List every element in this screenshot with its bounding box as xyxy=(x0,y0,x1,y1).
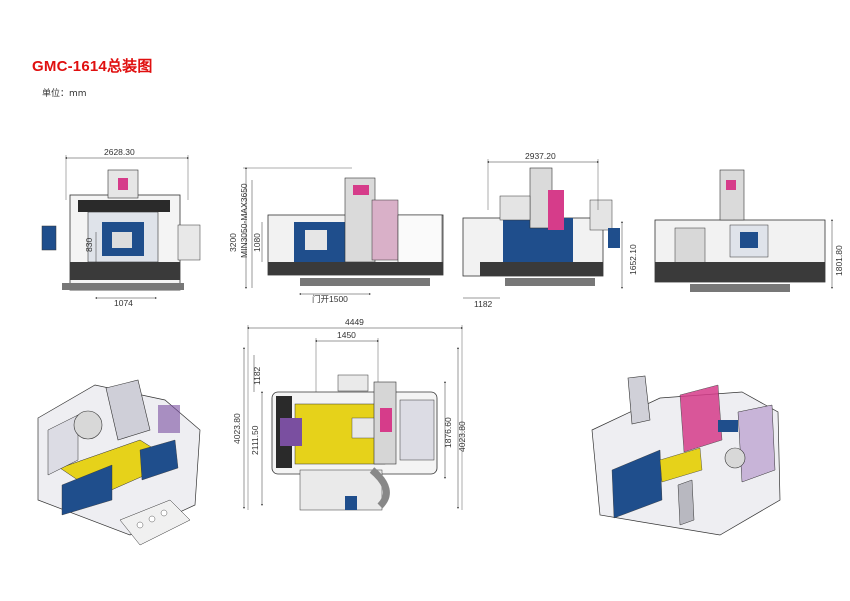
isometric-view-left xyxy=(37,379,201,546)
dim-top-left-total: 4023.80 xyxy=(232,413,242,444)
unit-label: 单位：mm xyxy=(42,89,87,99)
dim-top-right-total: 4023.80 xyxy=(457,421,467,452)
side-view xyxy=(267,177,444,286)
dim-front-width: 2628.30 xyxy=(104,147,135,157)
side-dimensions: 3200 MIN3050-MAX3650 1080 门开1500 xyxy=(228,167,371,304)
dim-side-height-total: 3200 xyxy=(228,233,238,252)
dim-top-left-small: 1182 xyxy=(252,366,262,385)
front-dimensions: 2628.30 1074 830 xyxy=(65,147,189,308)
dim-top-width: 4449 xyxy=(345,317,364,327)
page-title: GMC-1614总装图 xyxy=(32,58,153,75)
dim-rear-height: 1652.10 xyxy=(628,244,638,275)
rear-view xyxy=(462,167,620,286)
dim-right-height: 1801.80 xyxy=(834,245,844,276)
dim-front-height-small: 830 xyxy=(84,238,94,252)
right-view xyxy=(654,169,826,292)
dim-rear-offset: 1182 xyxy=(474,299,493,309)
isometric-view-right xyxy=(591,375,781,536)
dim-top-left-mid: 2111.50 xyxy=(250,425,260,455)
right-dimensions: 1801.80 xyxy=(831,219,844,289)
dim-rear-width: 2937.20 xyxy=(525,151,556,161)
top-view xyxy=(271,374,438,511)
front-view xyxy=(41,169,201,291)
dim-side-height-table: 1080 xyxy=(252,233,262,252)
dim-side-door-open: 门开1500 xyxy=(312,294,348,304)
dim-side-z-travel: MIN3050-MAX3650 xyxy=(239,183,249,258)
rear-dimensions: 2937.20 1652.10 1182 xyxy=(463,151,638,309)
top-dimensions: 4449 1450 4023.80 1182 2111.50 1876.60 4… xyxy=(232,317,467,510)
dim-front-inner: 1074 xyxy=(114,298,133,308)
dim-top-inner: 1450 xyxy=(337,330,356,340)
dim-top-right-mid: 1876.60 xyxy=(443,417,453,448)
